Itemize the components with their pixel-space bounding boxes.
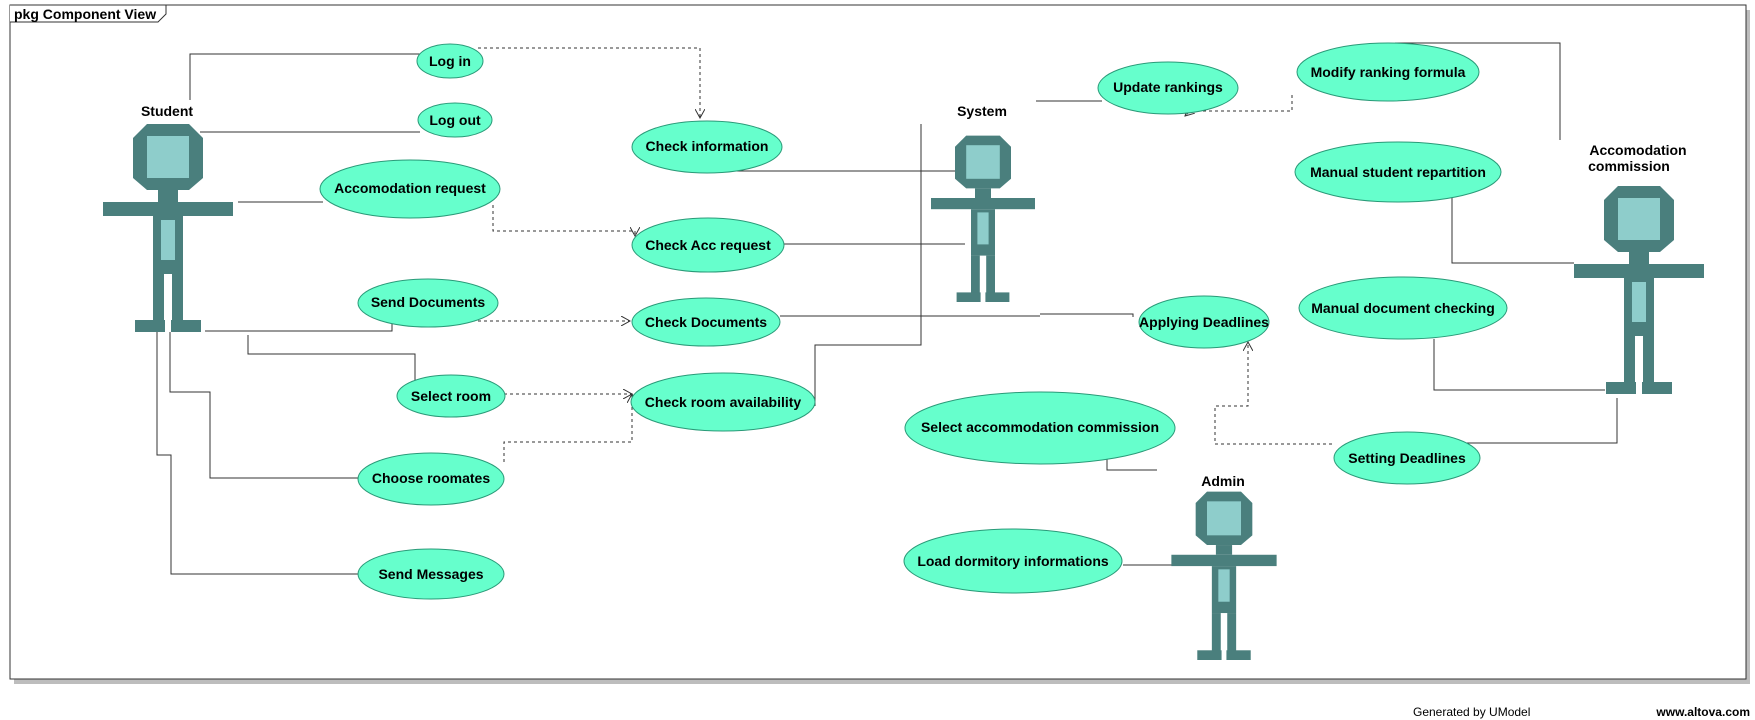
package-title: pkg Component View [14, 6, 156, 22]
use-case-applying-deadlines[interactable]: Applying Deadlines [1138, 295, 1270, 349]
use-case-label: Applying Deadlines [1139, 314, 1269, 330]
actor-system[interactable]: System [931, 103, 1035, 302]
use-case-check-information[interactable]: Check information [631, 120, 783, 174]
actor-admin[interactable]: Admin [1171, 473, 1277, 660]
use-case-load-dormitory-informations[interactable]: Load dormitory informations [903, 528, 1123, 594]
use-case-choose-roommates[interactable]: Choose roomates [357, 452, 505, 506]
use-case-manual-student-repartition[interactable]: Manual student repartition [1294, 141, 1502, 203]
use-case-label: Setting Deadlines [1348, 450, 1466, 466]
use-case-setting-deadlines[interactable]: Setting Deadlines [1333, 431, 1481, 485]
use-case-send-documents[interactable]: Send Documents [357, 278, 499, 328]
use-case-label: Update rankings [1113, 79, 1223, 95]
use-case-update-rankings[interactable]: Update rankings [1097, 61, 1239, 115]
use-case-check-documents[interactable]: Check Documents [631, 297, 781, 347]
use-case-label: Send Documents [371, 294, 486, 310]
use-case-label: Manual student repartition [1310, 164, 1486, 180]
use-case-label: Check Acc request [645, 237, 771, 253]
use-case-check-acc-request[interactable]: Check Acc request [631, 217, 785, 273]
use-case-check-room-availability[interactable]: Check room availability [630, 372, 816, 432]
use-case-label: Modify ranking formula [1311, 64, 1466, 80]
use-case-select-room[interactable]: Select room [396, 374, 506, 418]
use-case-label: Select room [411, 388, 491, 404]
use-case-modify-ranking-formula[interactable]: Modify ranking formula [1296, 42, 1480, 102]
actor-label: Accomodation [1589, 142, 1686, 158]
use-case-label: Load dormitory informations [917, 553, 1109, 569]
use-case-log-out[interactable]: Log out [417, 102, 493, 138]
actor-student[interactable]: Student [103, 103, 233, 332]
use-case-send-messages[interactable]: Send Messages [357, 548, 505, 600]
use-case-log-in[interactable]: Log in [416, 43, 484, 79]
use-case-select-accommodation-commission[interactable]: Select accommodation commission [904, 391, 1176, 465]
use-case-accommodation-request[interactable]: Accomodation request [319, 159, 501, 219]
use-case-label: Log out [429, 112, 481, 128]
use-case-label: Manual document checking [1311, 300, 1495, 316]
use-case-label: Log in [429, 53, 471, 69]
package-frame: pkg Component View [9, 4, 1750, 684]
use-case-label: Check Documents [645, 314, 767, 330]
actor-accommodation-commission[interactable]: Accomodation commission [1574, 142, 1704, 394]
connectors [156, 42, 1618, 575]
use-case-label: Choose roomates [372, 470, 490, 486]
actor-label: System [957, 103, 1007, 119]
use-case-label: Select accommodation commission [921, 419, 1159, 435]
actor-label: Student [141, 103, 193, 119]
use-case-label: Check information [646, 138, 769, 154]
use-case-manual-document-checking[interactable]: Manual document checking [1298, 276, 1508, 340]
altova-link[interactable]: www.altova.com [1655, 705, 1750, 719]
use-case-label: Accomodation request [334, 180, 486, 196]
use-case-label: Check room availability [645, 394, 802, 410]
generated-by-text: Generated by UModel [1413, 705, 1530, 719]
actor-label: commission [1588, 158, 1670, 174]
actor-label: Admin [1201, 473, 1245, 489]
use-case-label: Send Messages [378, 566, 483, 582]
